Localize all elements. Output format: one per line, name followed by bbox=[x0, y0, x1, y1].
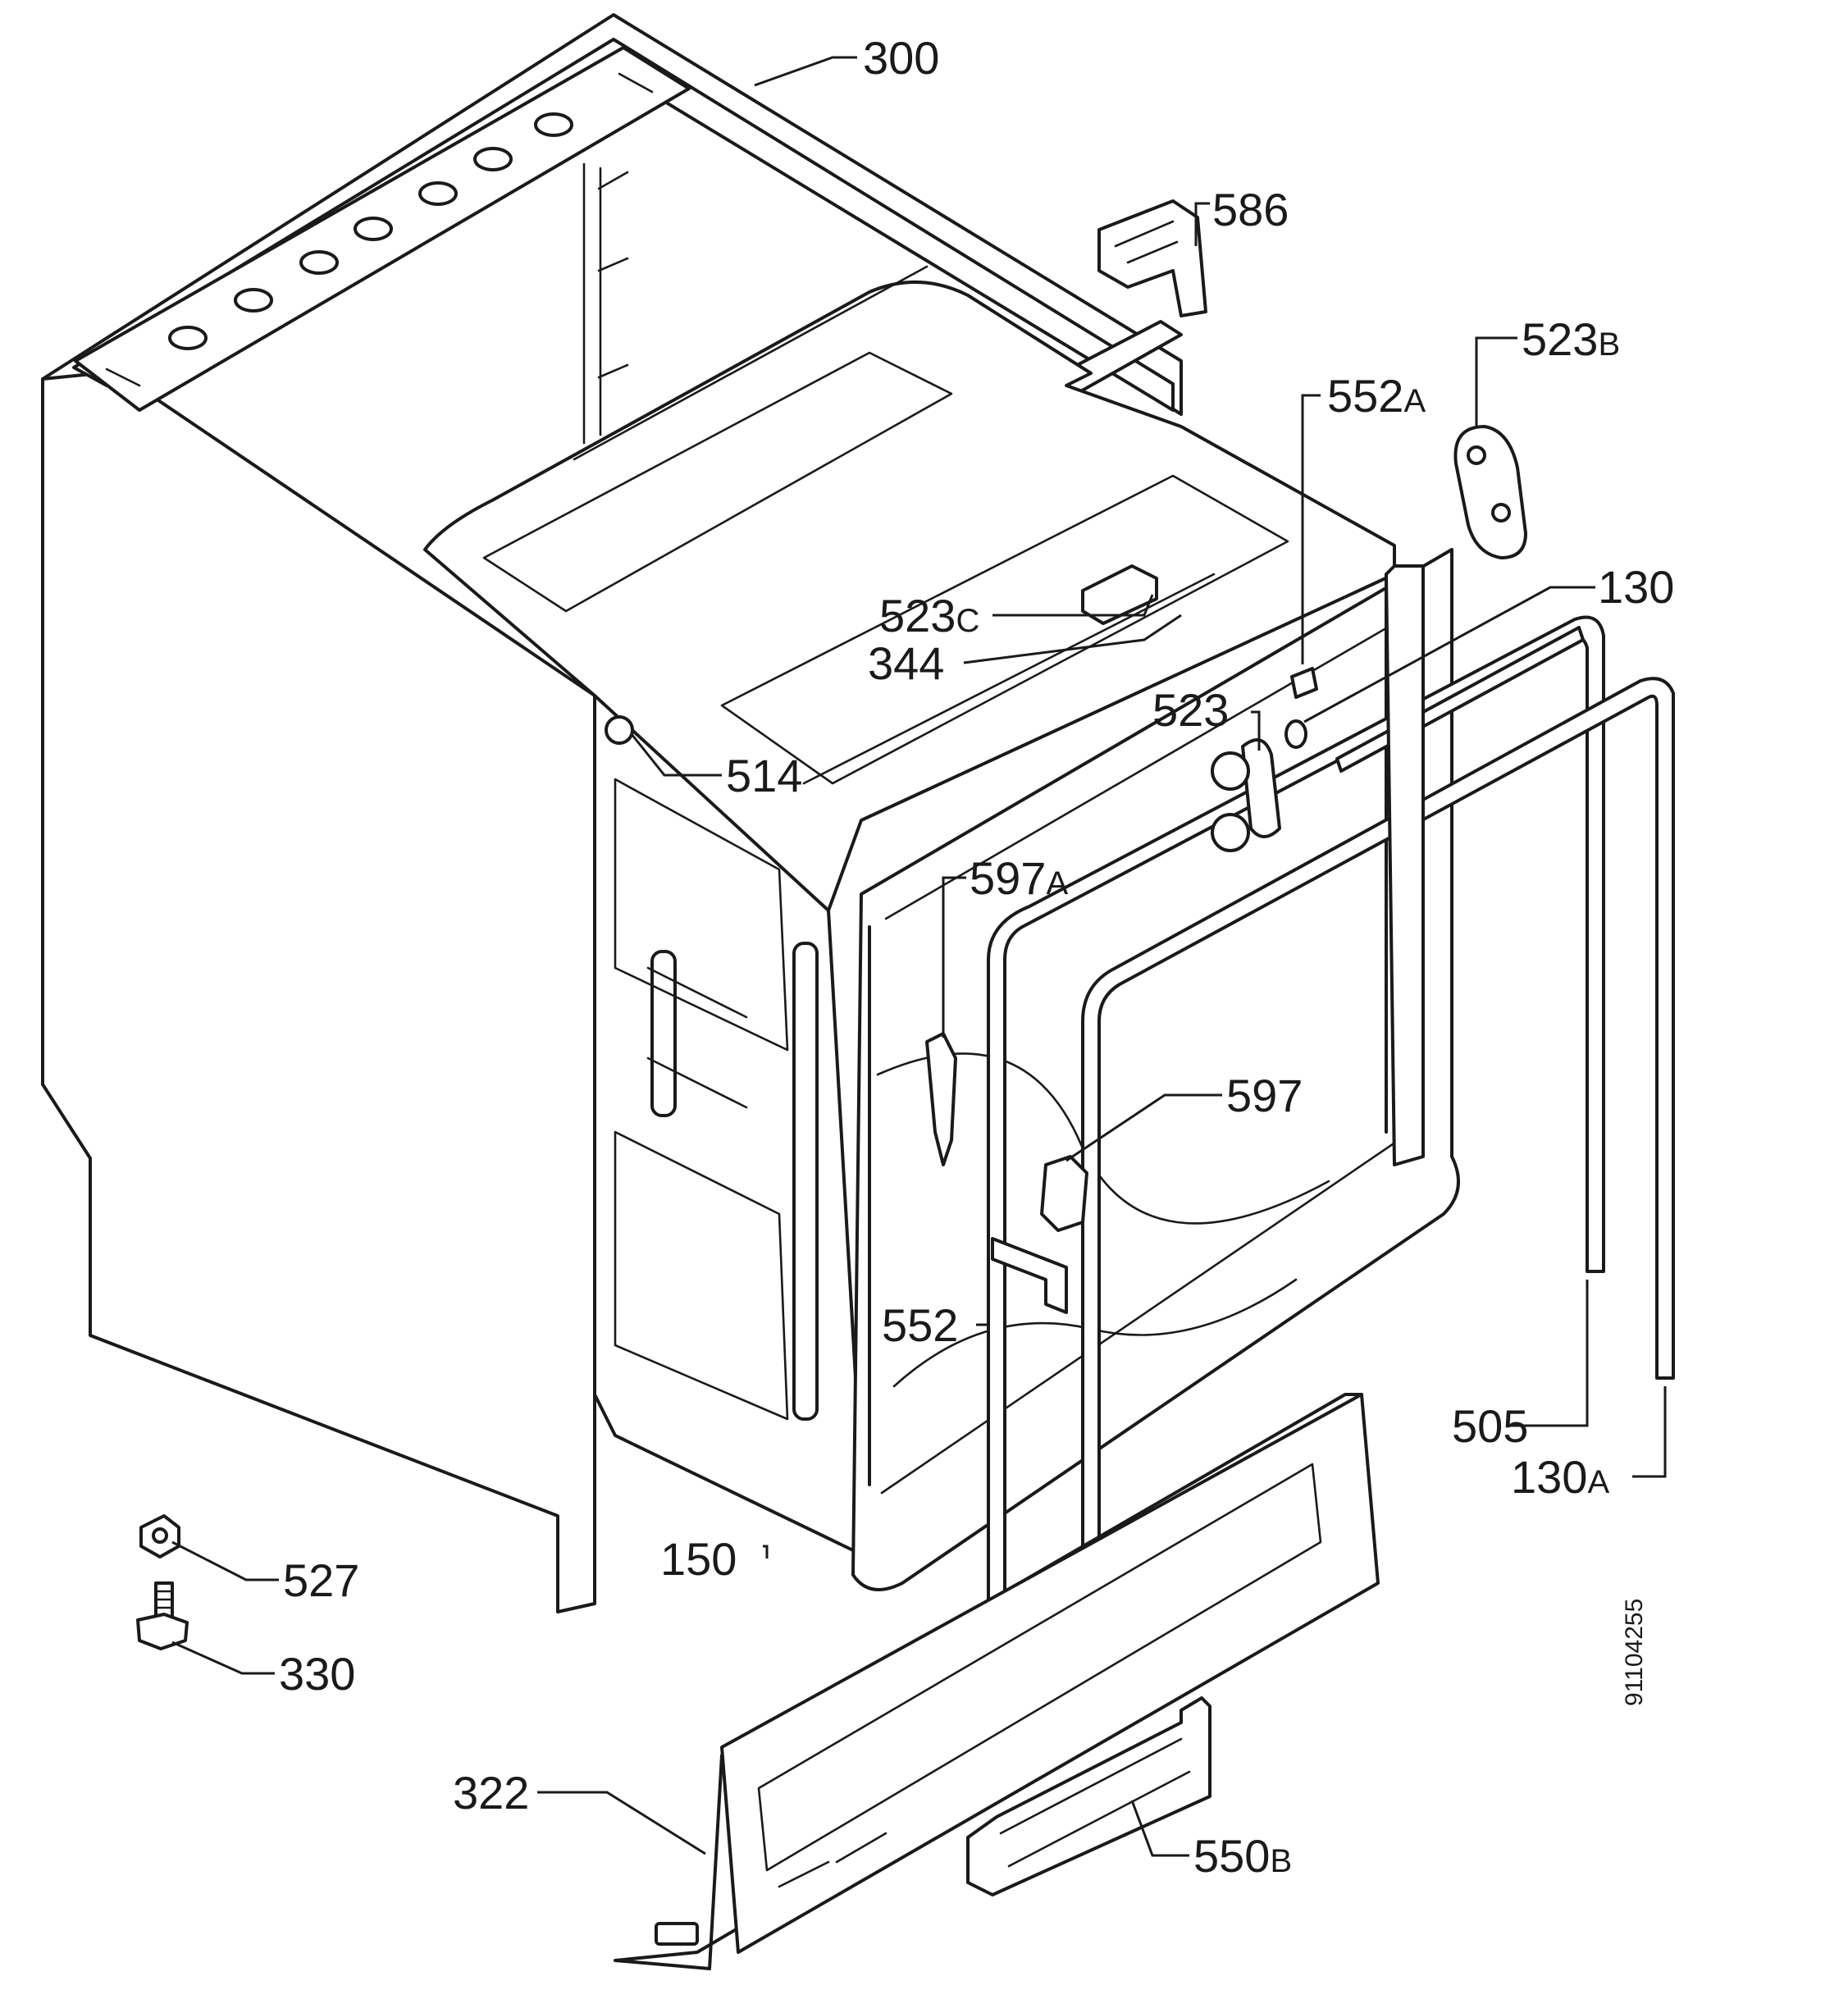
label-597a: 597A bbox=[970, 852, 1068, 904]
leader-586 bbox=[1194, 202, 1210, 246]
label-150: 150 bbox=[660, 1533, 737, 1585]
label-527: 527 bbox=[283, 1554, 359, 1606]
leader-505 bbox=[1509, 1280, 1589, 1427]
label-523: 523 bbox=[1152, 684, 1229, 736]
label-552a: 552A bbox=[1327, 370, 1426, 422]
leader-322 bbox=[537, 1791, 706, 1855]
label-322: 322 bbox=[453, 1767, 529, 1819]
part-labels: 300 586 523B 552A 130 523C 344 523 514 5… bbox=[279, 32, 1674, 1882]
leader-330 bbox=[171, 1641, 275, 1675]
leader-523 bbox=[1251, 710, 1261, 751]
label-523c: 523C bbox=[879, 590, 979, 641]
small-parts bbox=[136, 199, 1527, 1650]
label-586: 586 bbox=[1212, 184, 1289, 235]
label-330: 330 bbox=[279, 1648, 355, 1700]
door-seals bbox=[987, 564, 1675, 1716]
leader-344 bbox=[963, 614, 1182, 664]
label-344: 344 bbox=[868, 637, 944, 689]
top-rail-holes bbox=[105, 72, 654, 387]
label-552: 552 bbox=[882, 1299, 958, 1351]
leader-130a bbox=[1632, 1386, 1667, 1478]
label-130a: 130A bbox=[1511, 1451, 1609, 1503]
leader-523c bbox=[992, 594, 1154, 617]
label-597: 597 bbox=[1226, 1070, 1303, 1121]
leader-514 bbox=[630, 733, 722, 777]
label-523b: 523B bbox=[1522, 313, 1620, 365]
document-number: 91104255 bbox=[1621, 1599, 1648, 1706]
leader-552a bbox=[1301, 394, 1321, 664]
label-514: 514 bbox=[726, 750, 802, 801]
leader-523b bbox=[1475, 336, 1517, 427]
label-300: 300 bbox=[863, 32, 939, 84]
leader-597 bbox=[1065, 1093, 1222, 1162]
label-130: 130 bbox=[1598, 561, 1674, 613]
leader-527 bbox=[171, 1540, 279, 1581]
leader-150 bbox=[763, 1545, 769, 1559]
leader-300 bbox=[754, 56, 857, 87]
leader-597a bbox=[942, 876, 966, 1038]
bracket-550b bbox=[966, 1696, 1211, 1896]
leader-550b bbox=[1130, 1800, 1189, 1857]
base-frame bbox=[614, 1393, 1380, 1970]
leader-130 bbox=[1303, 586, 1595, 723]
label-550b: 550B bbox=[1193, 1830, 1292, 1882]
leader-lines bbox=[171, 56, 1667, 1857]
leader-552 bbox=[976, 1263, 990, 1326]
label-505: 505 bbox=[1452, 1400, 1528, 1452]
